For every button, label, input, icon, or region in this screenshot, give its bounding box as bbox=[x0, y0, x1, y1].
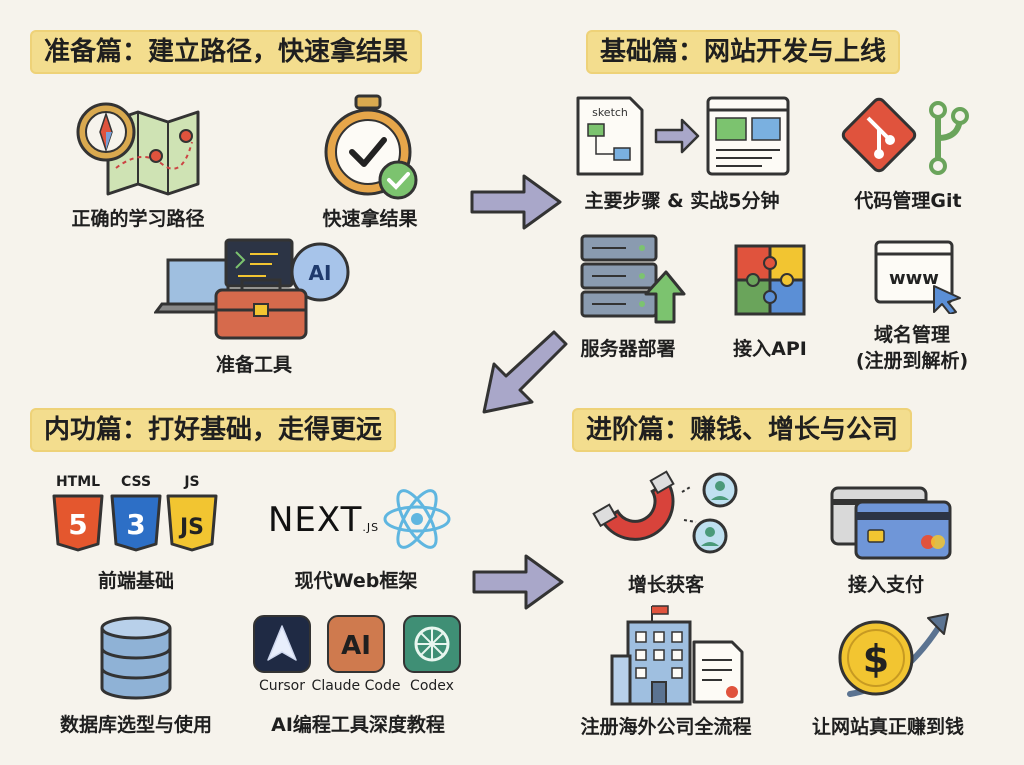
brain-ai-text: AI bbox=[309, 261, 332, 285]
sketch-to-webpage-icon: sketch bbox=[576, 96, 790, 176]
nextjs-logo-text: NEXT bbox=[268, 500, 363, 540]
cursor-icon bbox=[253, 615, 311, 673]
label-domain: 域名管理 bbox=[873, 324, 951, 346]
arrow-down-left bbox=[482, 330, 568, 414]
label-payment: 接入支付 bbox=[847, 574, 925, 596]
section-title-advanced: 进阶篇：赚钱、增长与公司 bbox=[572, 408, 913, 452]
label-main-steps: 主要步骤 & 实战5分钟 bbox=[584, 190, 780, 212]
js-badge: JS bbox=[178, 515, 204, 540]
label-server-deploy: 服务器部署 bbox=[580, 338, 676, 360]
nextjs-logo-suffix: .JS bbox=[362, 521, 380, 534]
section-title-basic: 基础篇：网站开发与上线 bbox=[586, 30, 901, 74]
label-prepare-tools: 准备工具 bbox=[215, 354, 293, 376]
label-frontend-basics: 前端基础 bbox=[97, 570, 175, 592]
html5-icon: 5 bbox=[52, 494, 104, 552]
dollar-growth-icon: $ bbox=[838, 613, 949, 697]
server-upload-icon bbox=[580, 234, 686, 324]
map-compass-icon bbox=[76, 102, 200, 196]
css3-badge: 3 bbox=[126, 508, 145, 541]
css3-icon: 3 bbox=[110, 494, 162, 552]
browser-www-icon: www bbox=[874, 240, 961, 314]
label-quick-results: 快速拿结果 bbox=[322, 208, 418, 230]
label-css: CSS bbox=[120, 474, 152, 490]
label-js: JS bbox=[184, 474, 200, 490]
label-claude-code: Claude Code bbox=[311, 678, 401, 694]
label-html: HTML bbox=[55, 474, 101, 490]
label-ai-coding: AI编程工具深度教程 bbox=[271, 714, 445, 736]
database-icon bbox=[100, 616, 172, 700]
nextjs-logo: NEXT.JS bbox=[268, 500, 379, 540]
www-text: www bbox=[889, 268, 939, 289]
section-title-prep: 准备篇：建立路径，快速拿结果 bbox=[30, 30, 423, 74]
label-database: 数据库选型与使用 bbox=[59, 714, 213, 736]
label-git: 代码管理Git bbox=[854, 190, 962, 212]
puzzle-api-icon bbox=[734, 244, 806, 316]
label-domain-sub: (注册到解析) bbox=[855, 350, 969, 372]
js-icon: JS bbox=[166, 494, 218, 552]
section-title-core: 内功篇：打好基础，走得更远 bbox=[30, 408, 397, 452]
arrow-right-top bbox=[470, 174, 562, 230]
company-building-icon bbox=[610, 605, 744, 706]
magnet-users-icon bbox=[592, 470, 738, 554]
label-learning-path: 正确的学习路径 bbox=[71, 208, 205, 230]
codex-icon bbox=[403, 615, 461, 673]
claude-logo-text: AI bbox=[341, 631, 371, 661]
label-overseas-company: 注册海外公司全流程 bbox=[580, 716, 752, 738]
sketch-text: sketch bbox=[592, 106, 628, 119]
claude-icon: AI bbox=[327, 615, 385, 673]
react-icon bbox=[383, 489, 451, 549]
label-cursor: Cursor bbox=[258, 678, 306, 694]
laptop-toolbox-icon: AI bbox=[154, 238, 350, 340]
credit-card-icon bbox=[830, 486, 952, 560]
label-web-framework: 现代Web框架 bbox=[294, 570, 418, 592]
stopwatch-check-icon bbox=[324, 94, 418, 200]
git-icon bbox=[841, 97, 969, 175]
label-api: 接入API bbox=[733, 338, 807, 360]
dollar-sign: $ bbox=[863, 637, 889, 681]
label-codex: Codex bbox=[410, 678, 454, 694]
label-growth: 增长获客 bbox=[627, 574, 705, 596]
arrow-right-bottom bbox=[472, 554, 564, 610]
label-make-money: 让网站真正赚到钱 bbox=[811, 716, 965, 738]
html5-badge: 5 bbox=[68, 508, 87, 541]
